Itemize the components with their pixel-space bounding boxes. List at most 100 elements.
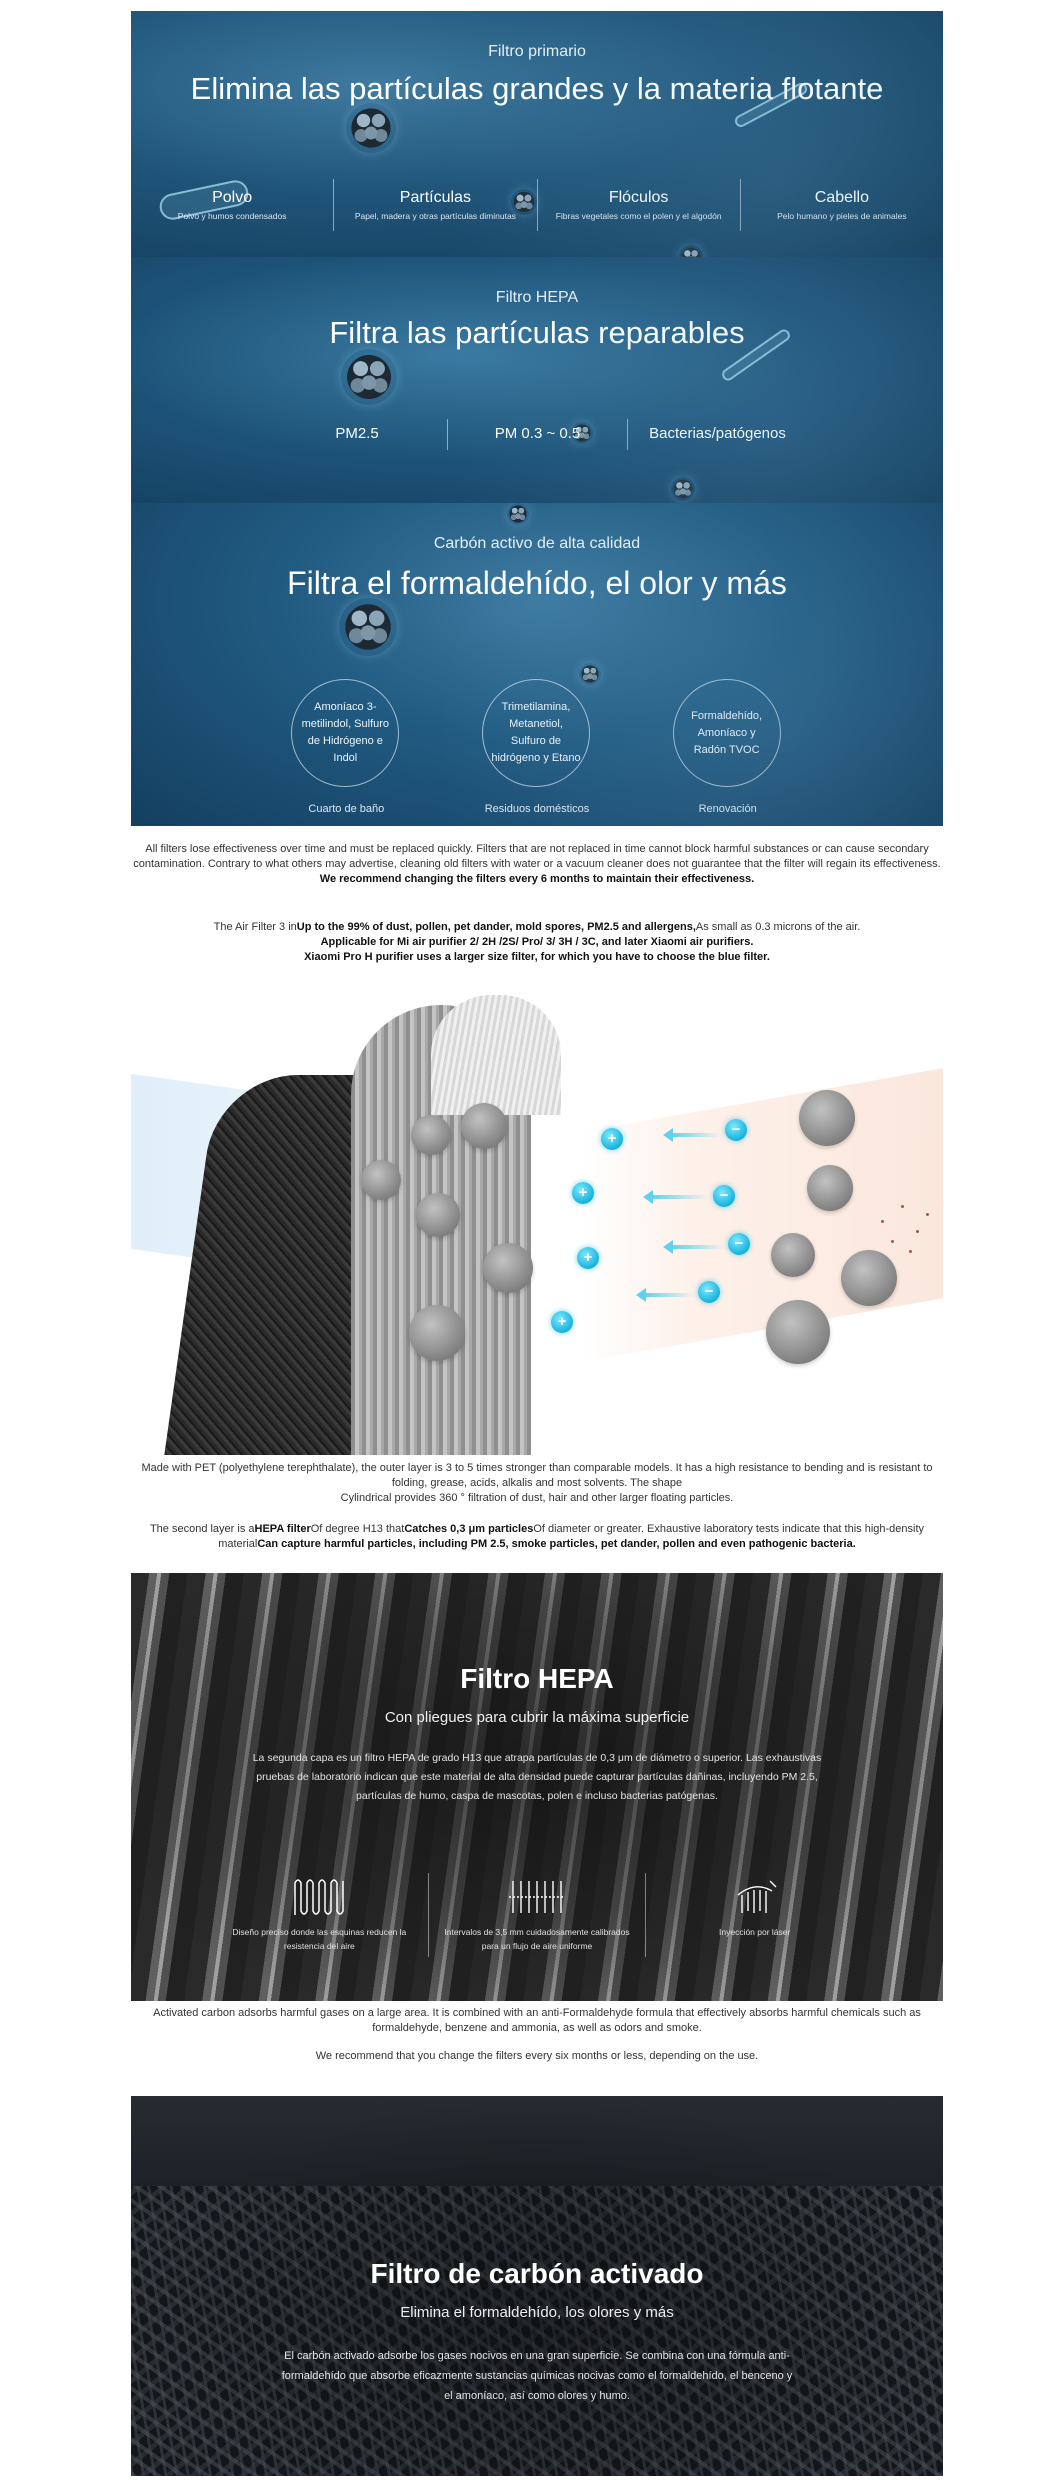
hepa-items: PM2.5 PM 0.3 ~ 0.5 Bacterias/patógenos [131,419,943,450]
negative-ion-icon: − [713,1185,735,1207]
hepa-detail-panel: Filtro HEPA Con pliegues para cubrir la … [131,1573,943,2001]
second-layer-text: The second layer is aHEPA filterOf degre… [131,1522,943,1552]
hair-particle-icon [766,1300,830,1364]
spacing-icon [437,1877,638,1919]
feature-caption: Diseño preciso donde las esquinas reduce… [232,1927,407,1951]
positive-ion-icon: + [551,1311,573,1333]
positive-ion-icon: + [577,1247,599,1269]
dirty-air-flow [583,1068,943,1362]
filter-layers-illustration: + + + + − − − − [131,995,943,1455]
particle-cluster-icon [511,189,537,215]
positive-ion-icon: + [601,1128,623,1150]
gas-list: Amoníaco 3-metilindol, Sulfuro de Hidróg… [301,701,390,764]
gas-ring: Trimetilamina, Metanetiol, Sulfuro de hi… [481,679,590,787]
particle-cluster-icon [671,477,695,501]
change-filters-paragraph: We recommend that you change the filters… [315,2050,759,2062]
particle-cluster-icon [346,103,396,153]
carbon-items: Amoníaco 3-metilindol, Sulfuro de Hidróg… [131,679,943,815]
airflow-arrow [643,1190,709,1204]
negative-ion-icon: − [698,1281,720,1303]
primary-title: Elimina las partículas grandes y la mate… [190,71,884,106]
mold-particle-icon [361,1160,401,1200]
compat-efficiency: Up to the 99% of dust, pollen, pet dande… [296,921,696,933]
hepa-features: Diseño preciso donde las esquinas reduce… [211,1873,863,1957]
hair-particle-icon [409,1305,465,1361]
laser-icon [654,1877,855,1919]
particle-cluster-icon [339,598,397,656]
pollen-particle-icon [799,1090,855,1146]
hepa-item: Bacterias/patógenos [627,419,807,450]
feature-caption: Inyección por láser [719,1927,791,1937]
dust-speck [916,1230,919,1233]
carbon-title: Filtra el formaldehído, el olor y más [287,565,787,601]
primary-items: Polvo Polvo y humos condensados Partícul… [131,179,943,231]
negative-ion-icon: − [725,1119,747,1141]
change-filters-text: We recommend that you change the filters… [131,2049,943,2064]
particle-cluster-icon [579,663,601,685]
carbon-filter-panel: Carbón activo de alta calidad Filtra el … [131,503,943,826]
primary-item-label: Polvo [212,189,253,206]
pollen-particle-icon [807,1165,853,1211]
dust-particle-icon [461,1103,507,1149]
dust-speck [926,1213,929,1216]
room-caption: Renovación [698,803,757,815]
compat-pro-h-note: Xiaomi Pro H purifier uses a larger size… [304,951,770,963]
hepa-filter-panel: Filtro HEPA Filtra las partículas repara… [131,257,943,503]
room-caption: Cuarto de baño [308,803,385,815]
carbon-item: Trimetilamina, Metanetiol, Sulfuro de hi… [481,679,592,815]
particle-cluster-icon [679,245,703,257]
carbon-eyebrow: Carbón activo de alta calidad [433,535,641,552]
compat-intro: The Air Filter 3 in [213,921,297,933]
primary-item-desc: Polvo y humos condensados [177,211,287,221]
cell-particle-icon [416,1193,460,1237]
primary-item: Flóculos Fibras vegetales como el polen … [536,179,740,231]
carbon-panel-title: Filtro de carbón activado [370,2258,704,2289]
carbon-panel-body: El carbón activado adsorbe los gases noc… [281,2350,793,2402]
primary-item-label: Cabello [814,189,869,206]
primary-item-desc: Pelo humano y pieles de animales [777,211,907,221]
carbon-panel-subtitle: Elimina el formaldehído, los olores y má… [400,2304,674,2321]
particle-cluster-icon [571,422,593,444]
second-layer-d: Catches 0,3 μm particles [404,1523,534,1535]
replacement-paragraph: All filters lose effectiveness over time… [133,843,941,870]
filter-replacement-text: All filters lose effectiveness over time… [131,842,943,887]
primary-filter-panel: Filtro primario Elimina las partículas g… [131,11,943,257]
outer-layer-text: Made with PET (polyethylene terephthalat… [131,1461,943,1506]
hepa-item: PM2.5 [335,425,379,442]
replacement-recommendation: We recommend changing the filters every … [319,873,755,885]
primary-item-label: Flóculos [608,189,669,206]
compat-models: Applicable for Mi air purifier 2/ 2H /2S… [320,936,754,948]
primary-item: Cabello Pelo humano y pieles de animales [739,179,943,231]
activated-carbon-panel: Filtro de carbón activado Elimina el for… [131,2096,943,2476]
activated-carbon-text: Activated carbon adsorbs harmful gases o… [131,2006,943,2036]
carbon-paragraph: Activated carbon adsorbs harmful gases o… [153,2007,921,2034]
hepa-feature: Diseño preciso donde las esquinas reduce… [211,1873,428,1957]
carbon-item: Amoníaco 3-metilindol, Sulfuro de Hidróg… [291,679,401,815]
primary-eyebrow: Filtro primario [488,43,586,60]
compat-size: As small as 0.3 microns of the air. [695,921,861,933]
primary-item: Partículas Papel, madera y otras partícu… [333,179,536,231]
hepa-title: Filtra las partículas reparables [329,315,745,350]
hepa-panel-subtitle: Con pliegues para cubrir la máxima super… [384,1709,690,1726]
dust-speck [891,1240,894,1243]
hepa-panel-body: La segunda capa es un filtro HEPA de gra… [252,1752,822,1802]
hair-particle-icon [841,1250,897,1306]
dust-speck [901,1205,904,1208]
gas-ring: Amoníaco 3-metilindol, Sulfuro de Hidróg… [291,679,400,787]
pleat-icon [219,1877,420,1919]
second-layer-e: Of diameter or greater. Exhaustive labor… [218,1523,925,1550]
feature-caption: Intervalos de 3,5 mm cuidadosamente cali… [444,1927,630,1951]
outer-layer-paragraph: Made with PET (polyethylene terephthalat… [141,1462,933,1489]
hepa-eyebrow: Filtro HEPA [495,289,579,306]
positive-ion-icon: + [572,1182,594,1204]
particle-cluster-icon [341,349,397,405]
carbon-item: Formaldehído, Amoníaco y Radón TVOC Reno… [672,679,783,815]
outer-layer-shape: Cylindrical provides 360 ° filtration of… [340,1492,734,1504]
primary-item-desc: Fibras vegetales como el polen y el algo… [555,211,722,221]
hepa-layer-top [431,995,561,1115]
second-layer-f: Can capture harmful particles, including… [257,1538,856,1550]
pollen-particle-icon [411,1115,451,1155]
airflow-arrow [663,1128,721,1142]
second-layer-a: The second layer is a [149,1523,255,1535]
hepa-feature: Intervalos de 3,5 mm cuidadosamente cali… [427,1873,646,1957]
